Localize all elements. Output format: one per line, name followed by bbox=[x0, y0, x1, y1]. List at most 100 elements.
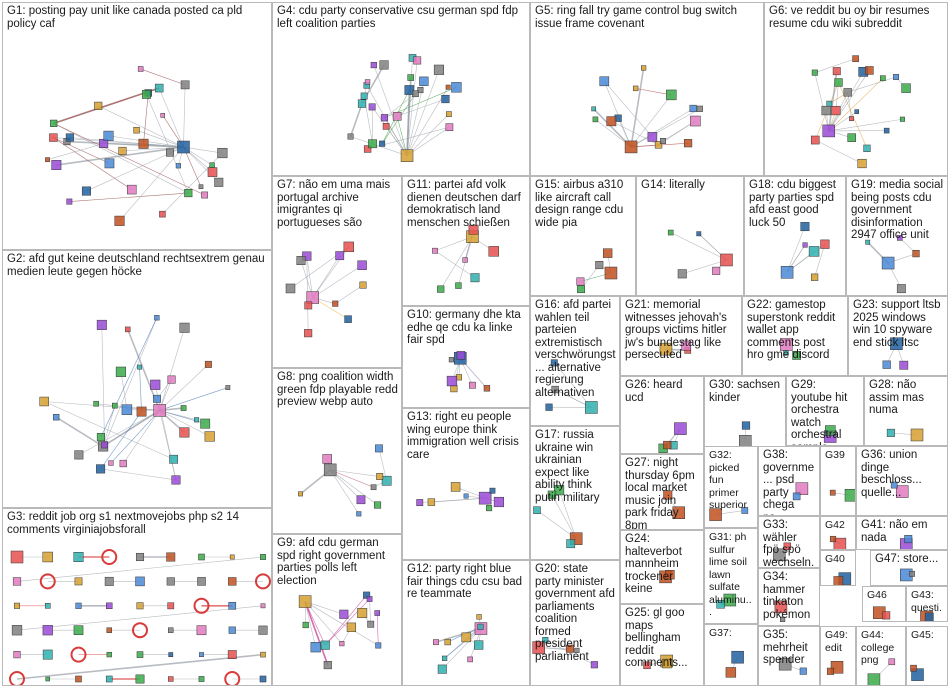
group-network-g1 bbox=[45, 66, 228, 226]
group-panel-g25: G25: gl goo maps bellingham reddit comme… bbox=[620, 604, 704, 686]
network-node bbox=[667, 229, 674, 236]
group-label: G9: afd cdu german spd right government … bbox=[277, 537, 386, 587]
network-edge bbox=[670, 232, 727, 261]
network-edge bbox=[376, 613, 379, 646]
network-node bbox=[298, 491, 303, 497]
network-node bbox=[800, 222, 810, 232]
network-node bbox=[106, 627, 112, 633]
network-node bbox=[417, 87, 424, 94]
group-panel-g12: G12: party right blue fair things cdu cs… bbox=[402, 560, 530, 686]
network-node bbox=[204, 431, 215, 442]
network-node bbox=[382, 123, 390, 130]
group-panel-g46: G46 bbox=[862, 586, 906, 622]
group-label: G38: governme... psd party chega ps... bbox=[763, 449, 815, 515]
network-edge bbox=[304, 601, 329, 666]
group-label: G41: não em nada bbox=[861, 519, 928, 544]
network-node bbox=[857, 158, 867, 169]
network-edge bbox=[100, 317, 158, 438]
group-panel-g13: G13: right eu people wing europe think i… bbox=[402, 408, 530, 560]
network-node bbox=[105, 675, 113, 683]
network-edge bbox=[78, 410, 160, 456]
network-node bbox=[624, 140, 638, 154]
network-node bbox=[445, 84, 451, 90]
group-label: G33: wähler fpö spö wechseln... bbox=[763, 519, 815, 568]
network-node bbox=[285, 283, 296, 294]
group-panel-g28: G28: não assim mas numa bbox=[864, 376, 948, 446]
network-node bbox=[808, 246, 820, 257]
network-node bbox=[150, 379, 161, 390]
group-network-g36 bbox=[890, 481, 909, 498]
group-panel-g15: G15: airbus a310 like aircraft call desi… bbox=[530, 176, 636, 296]
network-node bbox=[168, 676, 174, 682]
network-edge bbox=[100, 411, 142, 470]
network-node bbox=[180, 405, 187, 411]
network-node bbox=[335, 251, 345, 261]
network-node bbox=[591, 106, 597, 112]
group-network-g47 bbox=[900, 568, 915, 582]
network-node bbox=[75, 675, 82, 683]
network-node bbox=[825, 425, 836, 436]
network-edge bbox=[183, 146, 202, 187]
network-node bbox=[592, 116, 599, 123]
network-node bbox=[159, 210, 166, 218]
network-node bbox=[217, 147, 228, 159]
network-node bbox=[831, 105, 841, 116]
network-node bbox=[792, 492, 801, 501]
network-node bbox=[632, 85, 639, 92]
network-node bbox=[811, 69, 818, 76]
network-node bbox=[375, 642, 382, 649]
network-node bbox=[833, 537, 847, 549]
network-node bbox=[674, 422, 687, 435]
network-node bbox=[367, 620, 375, 628]
network-node bbox=[136, 602, 144, 610]
network-edge bbox=[16, 556, 264, 582]
network-node bbox=[302, 621, 309, 629]
network-node bbox=[160, 113, 166, 118]
network-node bbox=[723, 593, 737, 607]
network-node bbox=[863, 144, 871, 152]
network-node bbox=[881, 256, 895, 270]
group-panel-g26: G26: heard ucd bbox=[620, 376, 704, 454]
network-node bbox=[114, 215, 125, 226]
group-network-g25 bbox=[643, 654, 673, 670]
network-edge bbox=[44, 401, 174, 460]
network-node bbox=[224, 671, 241, 685]
network-node bbox=[227, 650, 237, 659]
network-edge bbox=[682, 259, 727, 275]
network-node bbox=[844, 489, 855, 502]
group-network-g37 bbox=[725, 650, 744, 678]
network-node bbox=[890, 481, 898, 489]
network-node bbox=[404, 85, 415, 95]
network-node bbox=[432, 247, 438, 254]
network-node bbox=[493, 496, 504, 508]
network-node bbox=[180, 80, 190, 90]
network-node bbox=[741, 421, 751, 430]
network-edge bbox=[630, 108, 700, 148]
network-node bbox=[412, 90, 419, 98]
network-node bbox=[138, 138, 149, 149]
group-label: G36: union dinge beschloss... quelle... bbox=[861, 449, 922, 499]
network-node bbox=[133, 127, 140, 134]
network-node bbox=[177, 140, 190, 154]
group-label: G5: ring fall try game control bug switc… bbox=[535, 5, 737, 30]
group-panel-g11: G11: partei afd volk dienen deutschen da… bbox=[402, 176, 530, 306]
network-node bbox=[899, 116, 905, 122]
network-edge bbox=[396, 116, 408, 156]
network-edge bbox=[304, 601, 343, 644]
network-node bbox=[893, 74, 899, 80]
network-edge bbox=[104, 317, 158, 446]
network-node bbox=[104, 158, 115, 169]
network-node bbox=[44, 603, 51, 609]
network-node bbox=[73, 625, 84, 636]
network-node bbox=[11, 625, 23, 636]
network-node bbox=[198, 553, 205, 561]
group-network-g46 bbox=[872, 606, 891, 620]
network-node bbox=[304, 329, 313, 338]
group-label: G40 bbox=[825, 553, 845, 565]
network-edge bbox=[53, 123, 205, 196]
network-node bbox=[392, 111, 402, 121]
network-node bbox=[865, 66, 874, 75]
network-node bbox=[50, 119, 58, 127]
network-node bbox=[184, 189, 193, 198]
group-network-g43 bbox=[920, 610, 934, 621]
